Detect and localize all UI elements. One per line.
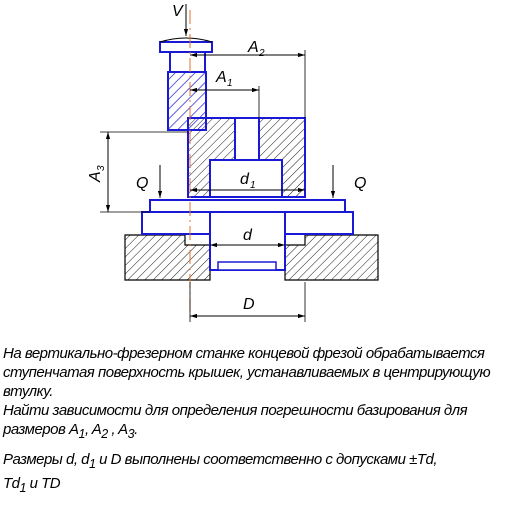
base-hatched-left (124, 234, 211, 281)
cover-flange (149, 199, 346, 213)
base-hatched-right (284, 234, 379, 281)
label-a1: A (215, 69, 227, 86)
tolerance-statement: Размеры d, d1 и D выполнены соответствен… (3, 451, 438, 495)
fixture-diagram: A 2 A 1 A 3 d 1 d D V Q Q (87, 3, 379, 322)
label-a3: A (87, 171, 104, 183)
force-v: V (172, 3, 189, 36)
end-mill (159, 37, 213, 131)
pin-bottom (217, 261, 277, 271)
dimension-d1: d 1 (190, 171, 305, 193)
dimension-D: D (189, 282, 306, 322)
force-q-right: Q (330, 165, 366, 198)
label-D: D (243, 296, 255, 313)
label-q-right: Q (354, 175, 366, 192)
label-d1: d (240, 171, 250, 188)
label-a1-sub: 1 (227, 78, 233, 89)
dimension-d: d (210, 227, 285, 248)
cover-step-hole (234, 117, 260, 161)
cover-part (141, 117, 354, 271)
problem-text: На вертикально-фрезерном станке концевой… (3, 344, 525, 498)
task-statement: Найти зависимости для определения погреш… (3, 402, 468, 441)
label-v: V (172, 3, 184, 20)
force-q-left: Q (136, 165, 163, 198)
label-a3-sub: 3 (96, 165, 107, 171)
problem-statement: На вертикально-фрезерном станке концевой… (3, 345, 491, 400)
dimension-a3: A 3 (87, 131, 188, 213)
label-a2-sub: 2 (258, 48, 265, 59)
label-d: d (243, 227, 253, 244)
dimension-a2: A 2 (190, 39, 306, 118)
label-d1-sub: 1 (250, 180, 256, 191)
label-a2: A (247, 39, 259, 56)
label-q-left: Q (136, 175, 148, 192)
dimension-a1: A 1 (190, 69, 260, 118)
